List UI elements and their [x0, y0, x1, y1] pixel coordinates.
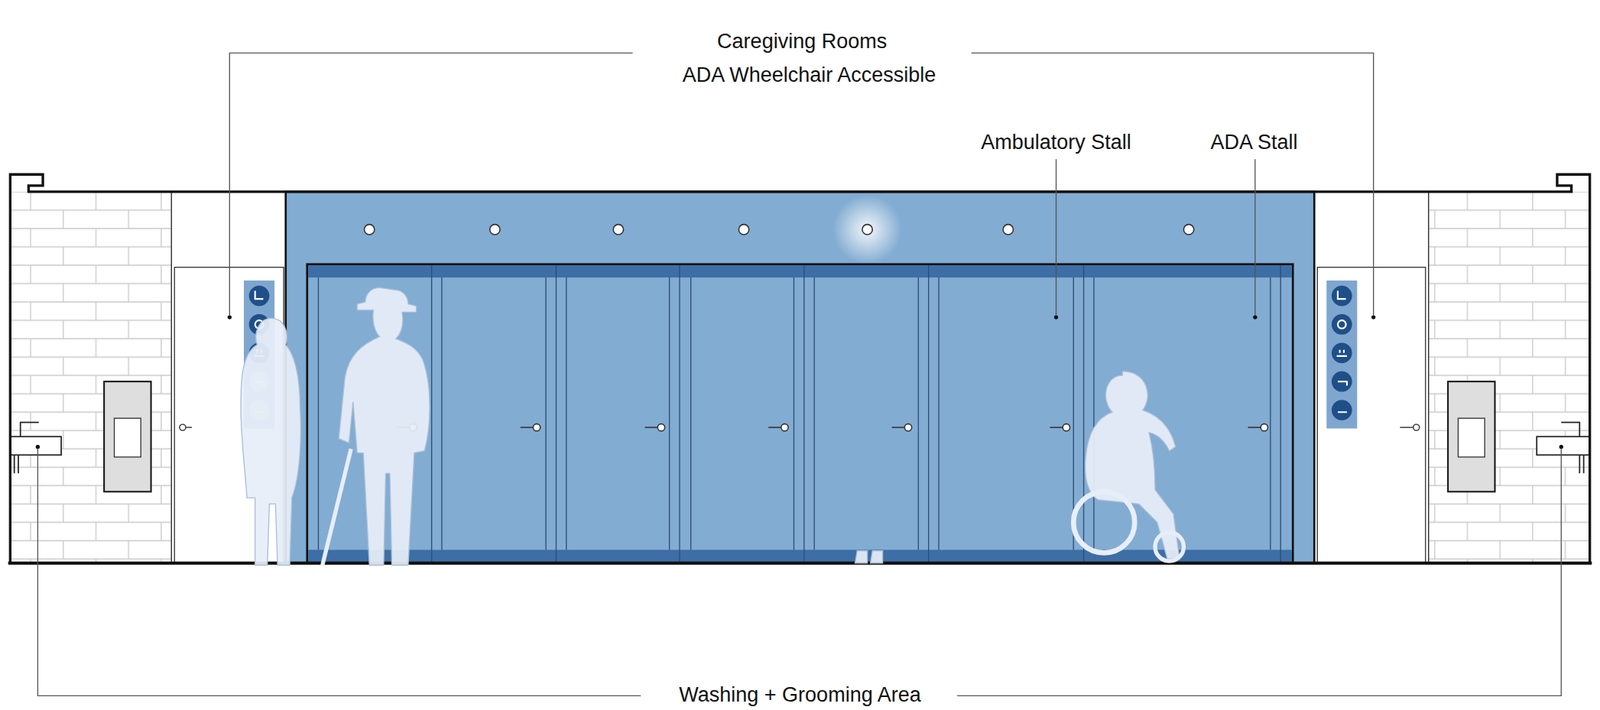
- leader-dots: [35, 314, 1564, 449]
- callout-label: Washing + Grooming Area: [674, 684, 925, 708]
- leader-lines: [37, 52, 1562, 696]
- brick-wall: [9, 191, 172, 564]
- stall-partitions: [318, 265, 1281, 562]
- callout-label: Ambulatory Stall: [976, 130, 1136, 155]
- mirror: [103, 381, 1495, 492]
- callout-label: ADA Stall: [1205, 130, 1302, 155]
- stall-frame: [307, 264, 1293, 564]
- callout-label: ADA Wheelchair Accessible: [678, 63, 942, 88]
- door: [1317, 267, 1425, 564]
- brick-wall: [1428, 191, 1591, 564]
- person-figures: [240, 287, 1184, 565]
- restroom-wall: [285, 191, 1315, 564]
- callout-label: Caregiving Rooms: [712, 29, 892, 54]
- ceiling-lights: [364, 224, 1195, 235]
